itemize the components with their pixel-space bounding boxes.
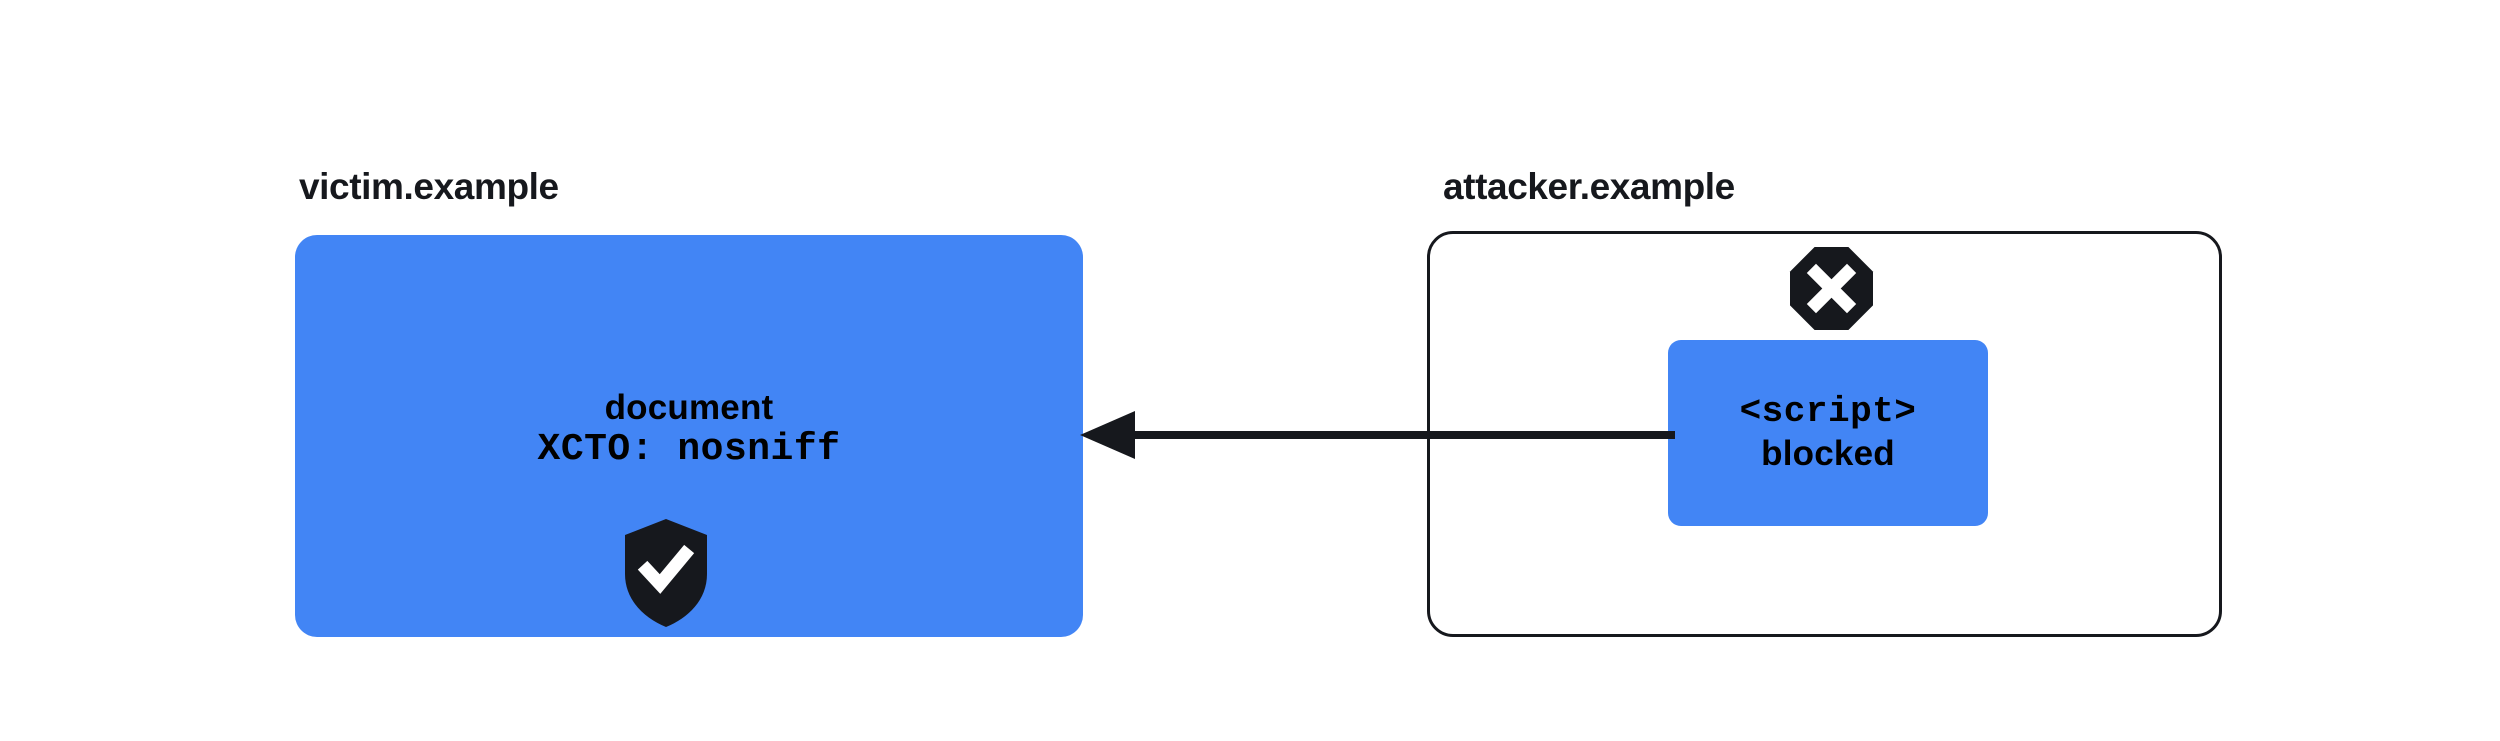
script-tag-label: <script> <box>1739 391 1917 432</box>
victim-origin-label: victim.example <box>299 166 559 207</box>
victim-document-text: document XCTO: nosniff <box>295 387 1083 473</box>
blocked-script-request-arrow <box>1075 404 1675 466</box>
octagon-x-icon <box>1789 246 1874 331</box>
script-status-label: blocked <box>1761 434 1895 474</box>
document-resource-label: document <box>604 388 774 427</box>
shield-check-icon <box>624 518 708 628</box>
victim-document-box: document XCTO: nosniff <box>295 235 1083 637</box>
attacker-script-box: <script> blocked <box>1668 340 1988 526</box>
attacker-origin-label: attacker.example <box>1443 166 1735 207</box>
attacker-script-text: <script> blocked <box>1668 390 1988 475</box>
document-header-label: XCTO: nosniff <box>537 428 841 472</box>
